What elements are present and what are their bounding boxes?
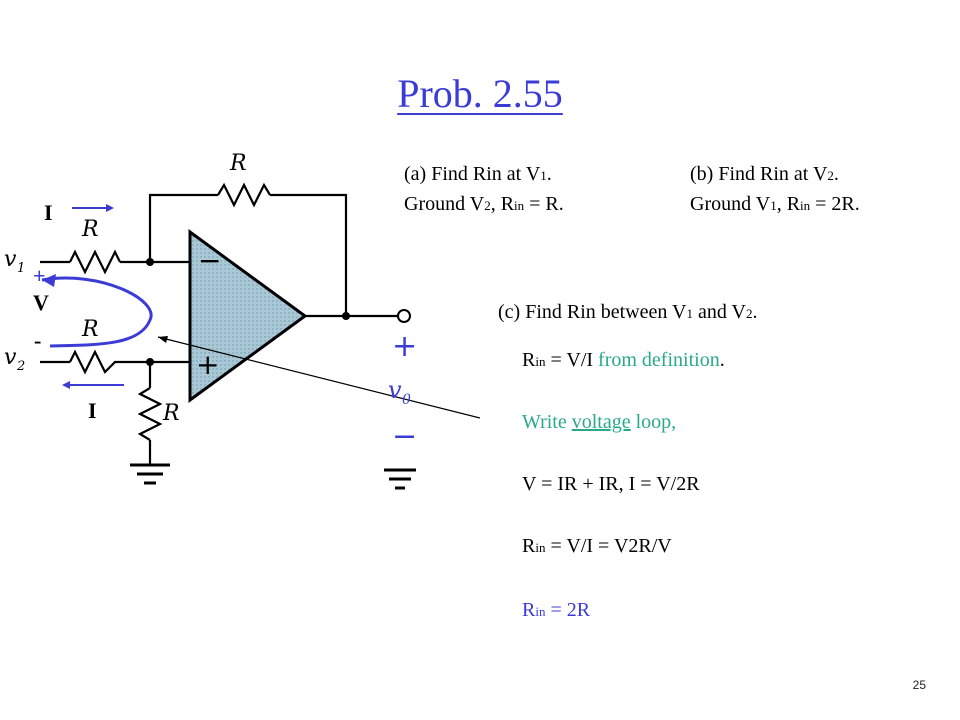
part-c-heading: (c) Find Rin between V1 and V2.: [498, 301, 758, 323]
svg-text:R: R: [162, 401, 180, 426]
page-number: 25: [912, 678, 926, 692]
feedback-wire-right: [270, 193, 348, 316]
svg-text:0: 0: [402, 392, 411, 408]
step-loop-equation: V = IR + IR, I = V/2R: [522, 473, 700, 495]
svg-text:+: +: [392, 329, 417, 364]
current-label-bottom: I: [88, 398, 97, 423]
pointer-line: [157, 336, 480, 419]
svg-text:+: +: [196, 348, 219, 381]
step-rin-derivation: Rin = V/I = V2R/V: [522, 535, 672, 557]
slide-title: Prob. 2.55: [397, 71, 563, 116]
svg-text:v: v: [388, 376, 402, 404]
svg-text:v: v: [4, 345, 17, 370]
r-top-resistor: [69, 249, 121, 275]
svg-text:R: R: [81, 317, 99, 342]
voltage-label: V: [33, 290, 49, 315]
feedback-resistor: [217, 182, 271, 208]
feedback-wire-left: [148, 193, 218, 262]
voltage-minus: -: [34, 328, 42, 353]
svg-text:R: R: [81, 217, 99, 242]
svg-text:R: R: [229, 151, 247, 176]
opamp-triangle: [188, 229, 308, 403]
part-b-line1: (b) Find Rin at V2.: [690, 163, 839, 185]
current-label-top: I: [44, 200, 53, 225]
part-a-line1: (a) Find Rin at V1.: [404, 163, 552, 185]
voltage-loop-arrow: [41, 276, 153, 348]
step-voltage-loop: Write voltage loop,: [522, 411, 677, 433]
r-ground-resistor: [137, 387, 163, 441]
svg-text:v: v: [4, 247, 17, 272]
svg-text:−: −: [392, 419, 417, 454]
voltage-plus: +: [33, 263, 46, 288]
svg-text:2: 2: [16, 359, 25, 374]
r-mid-resistor: [69, 349, 120, 375]
part-a-line2: Ground V2, Rin = R.: [404, 193, 564, 215]
part-b-line2: Ground V1, Rin = 2R.: [690, 193, 860, 215]
step-result: Rin = 2R: [522, 599, 591, 621]
step-definition: Rin = V/I from definition.: [522, 349, 725, 371]
opamp-circuit-diagram: R R R R v 1 v 2 v 0 + − − +: [4, 151, 480, 490]
svg-text:−: −: [198, 244, 221, 277]
svg-text:1: 1: [17, 261, 25, 276]
